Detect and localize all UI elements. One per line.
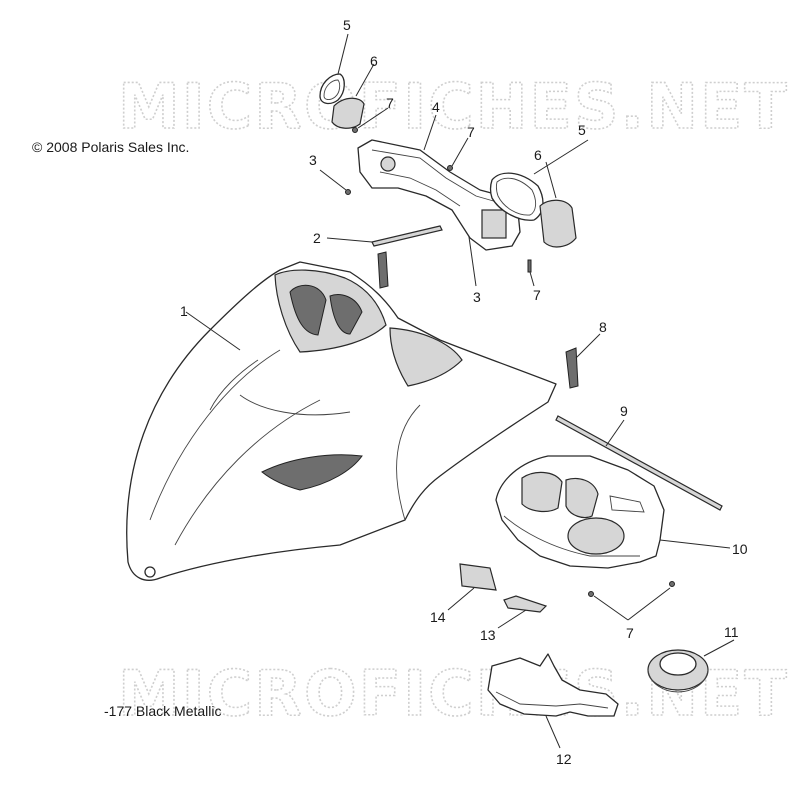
leader-9 xyxy=(605,419,625,447)
screw-part-a xyxy=(345,189,351,195)
fastener-part-b xyxy=(447,165,453,171)
leader-7c xyxy=(529,271,535,287)
leader-5b xyxy=(533,139,589,175)
callout-5b: 5 xyxy=(578,122,586,138)
leader-8 xyxy=(575,333,601,359)
callout-3b: 3 xyxy=(473,289,481,305)
callout-14: 14 xyxy=(430,609,446,625)
callout-10: 10 xyxy=(732,541,748,557)
gasket-ring-inner-a xyxy=(323,79,341,100)
callout-12: 12 xyxy=(556,751,572,767)
callout-6b: 6 xyxy=(534,147,542,163)
callout-7c: 7 xyxy=(533,287,541,303)
leader-13 xyxy=(497,609,527,629)
small-label-part xyxy=(503,595,548,613)
leader-4 xyxy=(423,114,437,151)
leader-14 xyxy=(447,587,475,611)
clip-part xyxy=(565,347,579,389)
gasket-ring-part-a xyxy=(319,73,345,105)
gauge-bracket-part xyxy=(357,139,521,251)
fastener-part-c xyxy=(527,259,532,273)
color-note-text: -177 Black Metallic xyxy=(104,703,222,719)
leader-6a xyxy=(355,63,375,97)
fastener-part-d1 xyxy=(588,591,594,597)
callout-7a: 7 xyxy=(386,95,394,111)
callout-5a: 5 xyxy=(343,17,351,33)
rod-part xyxy=(555,415,723,511)
callout-13: 13 xyxy=(480,627,496,643)
leader-3a xyxy=(319,169,347,191)
decal-part xyxy=(459,563,497,591)
callout-2: 2 xyxy=(313,230,321,246)
console-pan-part xyxy=(495,455,665,569)
callout-4: 4 xyxy=(432,99,440,115)
gasket-ring-inner-b xyxy=(495,177,537,216)
callout-11: 11 xyxy=(724,624,739,640)
callout-1: 1 xyxy=(180,303,188,319)
copyright-text: © 2008 Polaris Sales Inc. xyxy=(32,139,189,155)
fastener-part-d2 xyxy=(669,581,675,587)
leader-5a xyxy=(337,33,349,75)
callout-3a: 3 xyxy=(309,152,317,168)
plate-edge-detail xyxy=(495,691,609,709)
leader-2 xyxy=(326,237,373,243)
strip-part xyxy=(371,225,443,247)
leader-7a xyxy=(357,107,389,129)
lens-pad-part-b xyxy=(539,199,577,248)
callout-7b: 7 xyxy=(467,124,475,140)
leader-11 xyxy=(703,639,735,657)
watermark-top: MICROFICHES.NET xyxy=(118,70,788,143)
callout-8: 8 xyxy=(599,319,607,335)
clip-part-upper xyxy=(377,251,389,289)
leader-12 xyxy=(545,715,561,749)
hood-part xyxy=(126,261,557,581)
leader-7d xyxy=(593,587,671,621)
leader-10 xyxy=(659,539,731,549)
fastener-part-a xyxy=(352,127,358,133)
leader-7b xyxy=(451,137,469,167)
lens-pad-part-a xyxy=(331,97,365,129)
callout-6a: 6 xyxy=(370,53,378,69)
leader-3b xyxy=(467,229,477,287)
callout-7d: 7 xyxy=(626,625,634,641)
gasket-ring-part-b xyxy=(489,172,544,221)
leader-1 xyxy=(185,311,241,351)
plate-part xyxy=(487,653,619,717)
callout-9: 9 xyxy=(620,403,628,419)
leader-6b xyxy=(545,161,557,199)
grommet-part xyxy=(647,649,709,693)
